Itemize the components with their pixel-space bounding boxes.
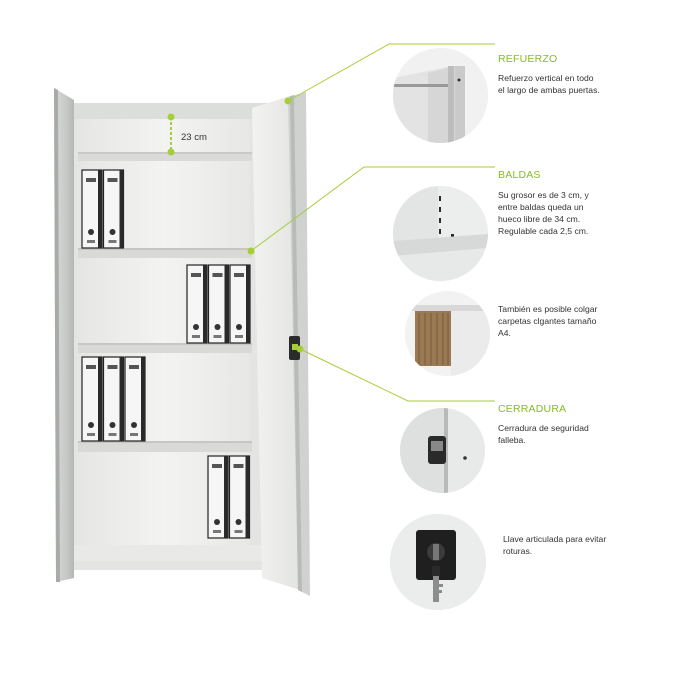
articulated-key-photo [390, 514, 486, 610]
binder-label [212, 464, 222, 468]
cabinet-floor [74, 545, 264, 561]
feature-text-key: Llave articulada para evitar roturas. [503, 534, 607, 556]
binder-tag [87, 240, 95, 243]
binder-ring-hole [214, 519, 220, 525]
feature-title-cerradura: CERRADURA [498, 403, 567, 415]
binder-label [86, 178, 96, 182]
binder-tag [213, 530, 221, 533]
binder-tag [234, 530, 243, 533]
binder-edge [98, 170, 102, 248]
callout-lines [250, 43, 495, 402]
feature-text-refuerzo: Refuerzo vertical en todo el largo de am… [498, 73, 600, 95]
binder-tag [87, 433, 95, 436]
shelf-gap-label: 23 cm [181, 132, 207, 143]
binder-edge [141, 357, 145, 441]
binder-label [234, 273, 244, 277]
binder-ring-hole [109, 229, 116, 235]
shelf [78, 343, 252, 353]
binder-edge [245, 456, 250, 538]
shelf [78, 248, 252, 258]
binder-label [233, 464, 244, 468]
binder-ring-hole [214, 324, 221, 330]
binder-tag [108, 433, 117, 436]
binder-tag [213, 335, 222, 338]
callout-line-refuerzo [287, 43, 495, 102]
binder-edge [98, 357, 102, 441]
right-door [252, 96, 300, 590]
feature-title-refuerzo: REFUERZO [498, 53, 558, 65]
shelf [78, 152, 252, 161]
binder-label [212, 273, 223, 277]
binder-ring-hole [235, 519, 242, 525]
door-reinforcement-detail-photo [393, 48, 488, 143]
callout-line-cerradura [299, 348, 495, 402]
feature-text-hanging-folders: También es posible colgar carpetas clgan… [498, 304, 598, 338]
binder-ring-hole [109, 422, 116, 428]
binder-ring-hole [236, 324, 242, 330]
binder-label [191, 273, 201, 277]
binder-label [129, 365, 139, 369]
binder-edge [224, 265, 229, 343]
binder-edge [119, 357, 124, 441]
feature-title-baldas: BALDAS [498, 169, 541, 181]
binder-label [107, 365, 118, 369]
binder-tag [235, 335, 243, 338]
binder-ring-hole [88, 422, 94, 428]
binder-edge [224, 456, 228, 538]
binder-ring-hole [131, 422, 137, 428]
binder-tag [192, 335, 200, 338]
binder-label [86, 365, 96, 369]
shelf [78, 441, 252, 452]
binder-tag [108, 240, 117, 243]
binder-ring-hole [88, 229, 94, 235]
shelves [74, 152, 264, 561]
binder-label [107, 178, 118, 182]
binder-ring-hole [193, 324, 199, 330]
binder-edge [246, 265, 250, 343]
binder-edge [119, 170, 124, 248]
binder-edge [203, 265, 207, 343]
binders [81, 169, 251, 539]
callout-line-baldas [250, 166, 495, 252]
feature-text-baldas: Su grosor es de 3 cm, y entre baldas que… [498, 190, 589, 236]
binder-tag [130, 433, 138, 436]
hanging-folders-photo [405, 291, 490, 376]
door-lock-photo [400, 408, 485, 493]
feature-text-cerradura: Cerradura de seguridad falleba. [498, 423, 589, 445]
adjustable-shelf-slots-photo [393, 186, 488, 281]
